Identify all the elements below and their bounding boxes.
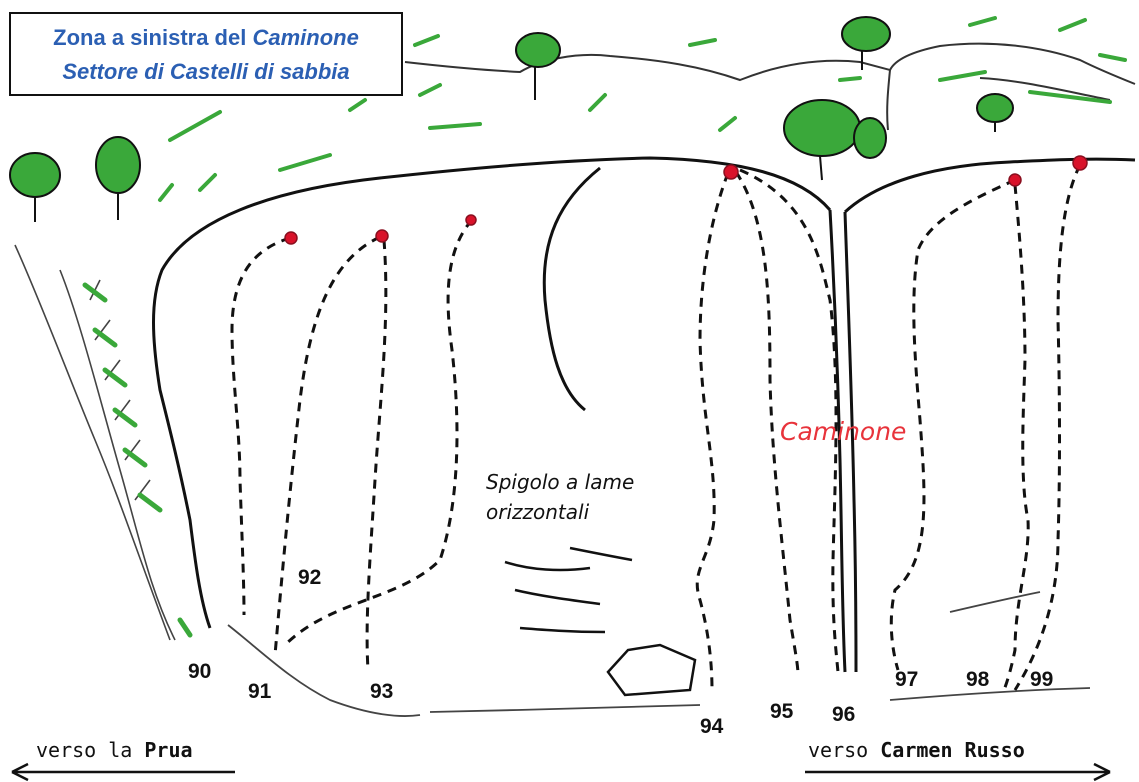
tree-3 bbox=[516, 33, 560, 100]
arrow-left bbox=[12, 764, 235, 780]
route-label-92: 92 bbox=[298, 566, 321, 590]
route-90-line bbox=[232, 238, 290, 615]
anchor-94-96 bbox=[724, 165, 738, 179]
route-label-90: 90 bbox=[188, 660, 211, 684]
caminone-label: Caminone bbox=[780, 417, 906, 446]
route-label-94: 94 bbox=[700, 715, 723, 739]
route-97-line bbox=[891, 180, 1015, 670]
route-label-91: 91 bbox=[248, 680, 271, 704]
sector-title-box: Zona a sinistra del Caminone Settore di … bbox=[9, 12, 403, 96]
arrow-right bbox=[805, 764, 1110, 780]
direction-left-label: verso la Prua bbox=[36, 738, 193, 762]
route-93-line bbox=[367, 240, 386, 670]
route-label-93: 93 bbox=[370, 680, 393, 704]
skyline bbox=[405, 44, 1135, 130]
anchor-97-98 bbox=[1009, 174, 1021, 186]
spigolo-label-line-2: orizzontali bbox=[486, 500, 589, 524]
direction-right-label: verso Carmen Russo bbox=[808, 738, 1025, 762]
tree-6 bbox=[977, 94, 1013, 132]
direction-arrows bbox=[12, 764, 1110, 780]
tree-2 bbox=[96, 137, 140, 220]
route-91-line bbox=[275, 237, 380, 655]
anchor-90 bbox=[285, 232, 297, 244]
route-94-line bbox=[697, 173, 728, 690]
anchor-92-93 bbox=[376, 230, 388, 242]
route-98-line bbox=[1004, 185, 1028, 690]
route-label-99: 99 bbox=[1030, 668, 1053, 692]
left-grass bbox=[85, 285, 190, 635]
tree-1 bbox=[10, 153, 60, 222]
title-line-1: Zona a sinistra del Caminone bbox=[11, 21, 401, 55]
route-label-95: 95 bbox=[770, 700, 793, 724]
tree-5 bbox=[784, 100, 886, 180]
anchor-91 bbox=[466, 215, 476, 225]
title-line-2: Settore di Castelli di sabbia bbox=[11, 55, 401, 89]
anchor-99 bbox=[1073, 156, 1087, 170]
route-label-97: 97 bbox=[895, 668, 918, 692]
anchors bbox=[285, 156, 1087, 244]
boulder bbox=[608, 645, 695, 695]
route-label-96: 96 bbox=[832, 703, 855, 727]
left-slope bbox=[15, 245, 175, 640]
route-label-98: 98 bbox=[966, 668, 989, 692]
spigolo-label-line-1: Spigolo a lame bbox=[486, 470, 634, 494]
horizontal-blades bbox=[505, 548, 632, 632]
route-99-line bbox=[1015, 165, 1080, 690]
crag-outline bbox=[154, 158, 1136, 672]
